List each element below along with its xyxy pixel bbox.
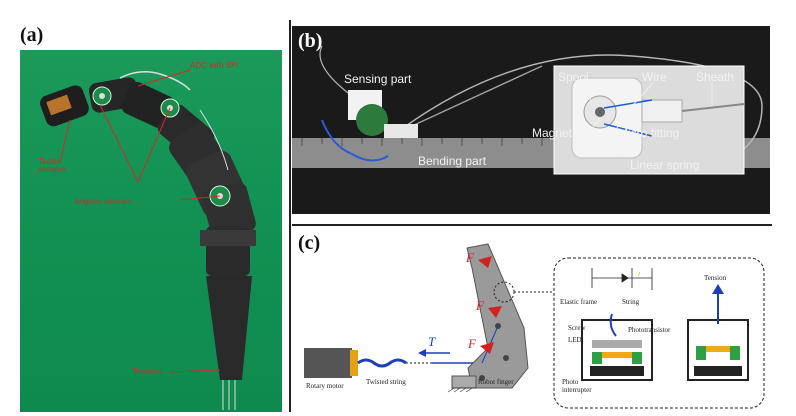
label-force-f1: F (466, 250, 474, 265)
label-tactile-sensors: Tactile sensors (38, 157, 67, 175)
label-screw: Screw (568, 324, 586, 332)
divider-horizontal (292, 224, 772, 226)
robot-finger-shape (451, 243, 529, 389)
label-bending-part: Bending part (418, 154, 487, 168)
divider-vertical (289, 20, 291, 412)
sensor-right (687, 284, 749, 381)
finger-segments (40, 77, 256, 380)
label-rotary-motor: Rotary motor (306, 382, 344, 390)
sensing-part-illustration (292, 45, 770, 175)
label-sensing-part: Sensing part (344, 72, 412, 86)
sensing-pcb (356, 104, 388, 136)
label-robot-finger: Robot finger (478, 378, 514, 386)
label-force-f2: F (476, 298, 484, 313)
panel-label-b: (b) (298, 30, 323, 52)
label-linear-spring: Linear spring (630, 158, 700, 172)
label-sheath: Sheath (696, 70, 735, 84)
force-arrows (478, 256, 502, 354)
circuit-sketch (591, 268, 653, 290)
panel-a-photo: ADC with SPI Tactile sensors Angular sen… (20, 50, 282, 412)
panel-a-leader-lines (59, 69, 221, 373)
robotic-finger-illustration (40, 69, 256, 410)
label-elastic-frame: Elastic frame (560, 298, 598, 306)
label-tendons: Tendons (132, 367, 163, 376)
label-tension: Tension (704, 274, 727, 282)
label-string: String (622, 298, 640, 306)
twisted-string (357, 358, 407, 368)
ruler-ticks (301, 138, 543, 146)
label-micro-fitting: Micro fitting (618, 126, 680, 140)
label-angular-sensors: Angular sensors (74, 197, 132, 206)
label-wire: Wire (642, 70, 667, 84)
panel-b-leader-lines (585, 81, 713, 157)
ground-hatching (447, 387, 473, 393)
rotary-motor-coupling (350, 350, 358, 376)
sensor-left (581, 313, 653, 381)
panel-b-photo: Sensing part Bending part Spool Wire She… (292, 26, 770, 214)
label-adc-with-spi: ADC with SPI (190, 61, 239, 70)
label-tension-t: T (428, 334, 436, 349)
panel-label-a: (a) (20, 24, 44, 46)
label-force-f3: F (468, 336, 476, 351)
tendon-actuation-diagram (304, 243, 765, 409)
label-twisted-string: Twisted string (366, 378, 406, 386)
label-phototransistor: Phototransistor (628, 326, 671, 334)
angular-sensor-boards (92, 86, 231, 207)
rotary-motor-body (304, 348, 352, 378)
label-photo-interrupter: Photo interrupter (562, 378, 592, 394)
panel-label-c: (c) (298, 232, 321, 254)
label-spool: Spool (558, 70, 589, 84)
label-led: LED (568, 336, 582, 344)
panel-c-diagram: Rotary motor Twisted string Robot finger… (292, 228, 772, 414)
label-magnet: Magnet (532, 126, 573, 140)
